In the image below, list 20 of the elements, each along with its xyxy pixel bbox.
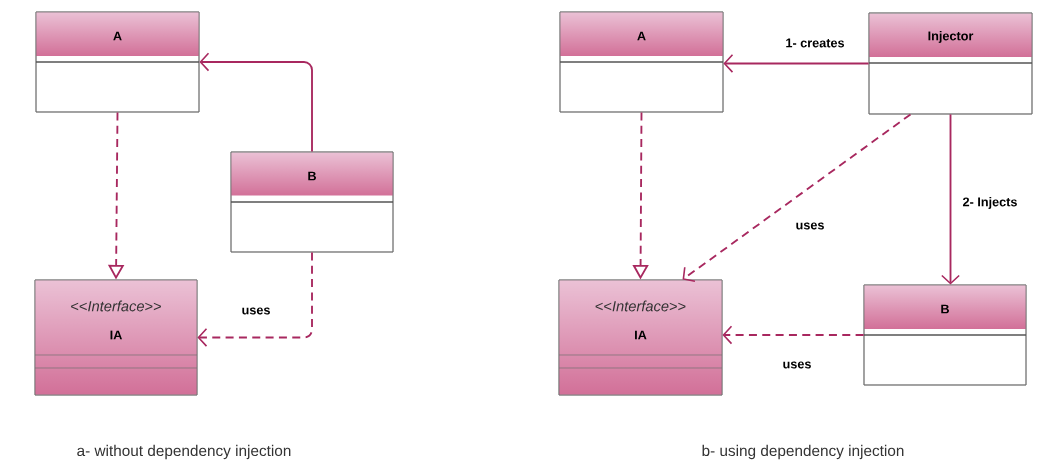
arrow [197,251,313,347]
arrow [722,325,865,345]
arrow [941,113,960,285]
class-box: Injector [868,12,1033,115]
edge-label: 1- creates [783,36,847,50]
edge-label: 2- Injects [960,195,1020,211]
class-box: A [35,11,200,113]
class-box: <<Interface>> IA [558,279,723,396]
edge-label: uses [793,220,827,232]
class-box: B [863,284,1027,386]
caption: a- without dependency injection [77,444,291,460]
arrow [682,113,912,283]
arrow [723,54,870,73]
arrow [199,52,313,153]
class-box: <<Interface>> IA [34,279,198,396]
class-box: A [559,11,724,113]
class-box: B [230,151,394,253]
caption: b- using dependency injection [702,444,904,460]
edge-label: uses [239,305,273,317]
edge-label: uses [780,359,814,371]
